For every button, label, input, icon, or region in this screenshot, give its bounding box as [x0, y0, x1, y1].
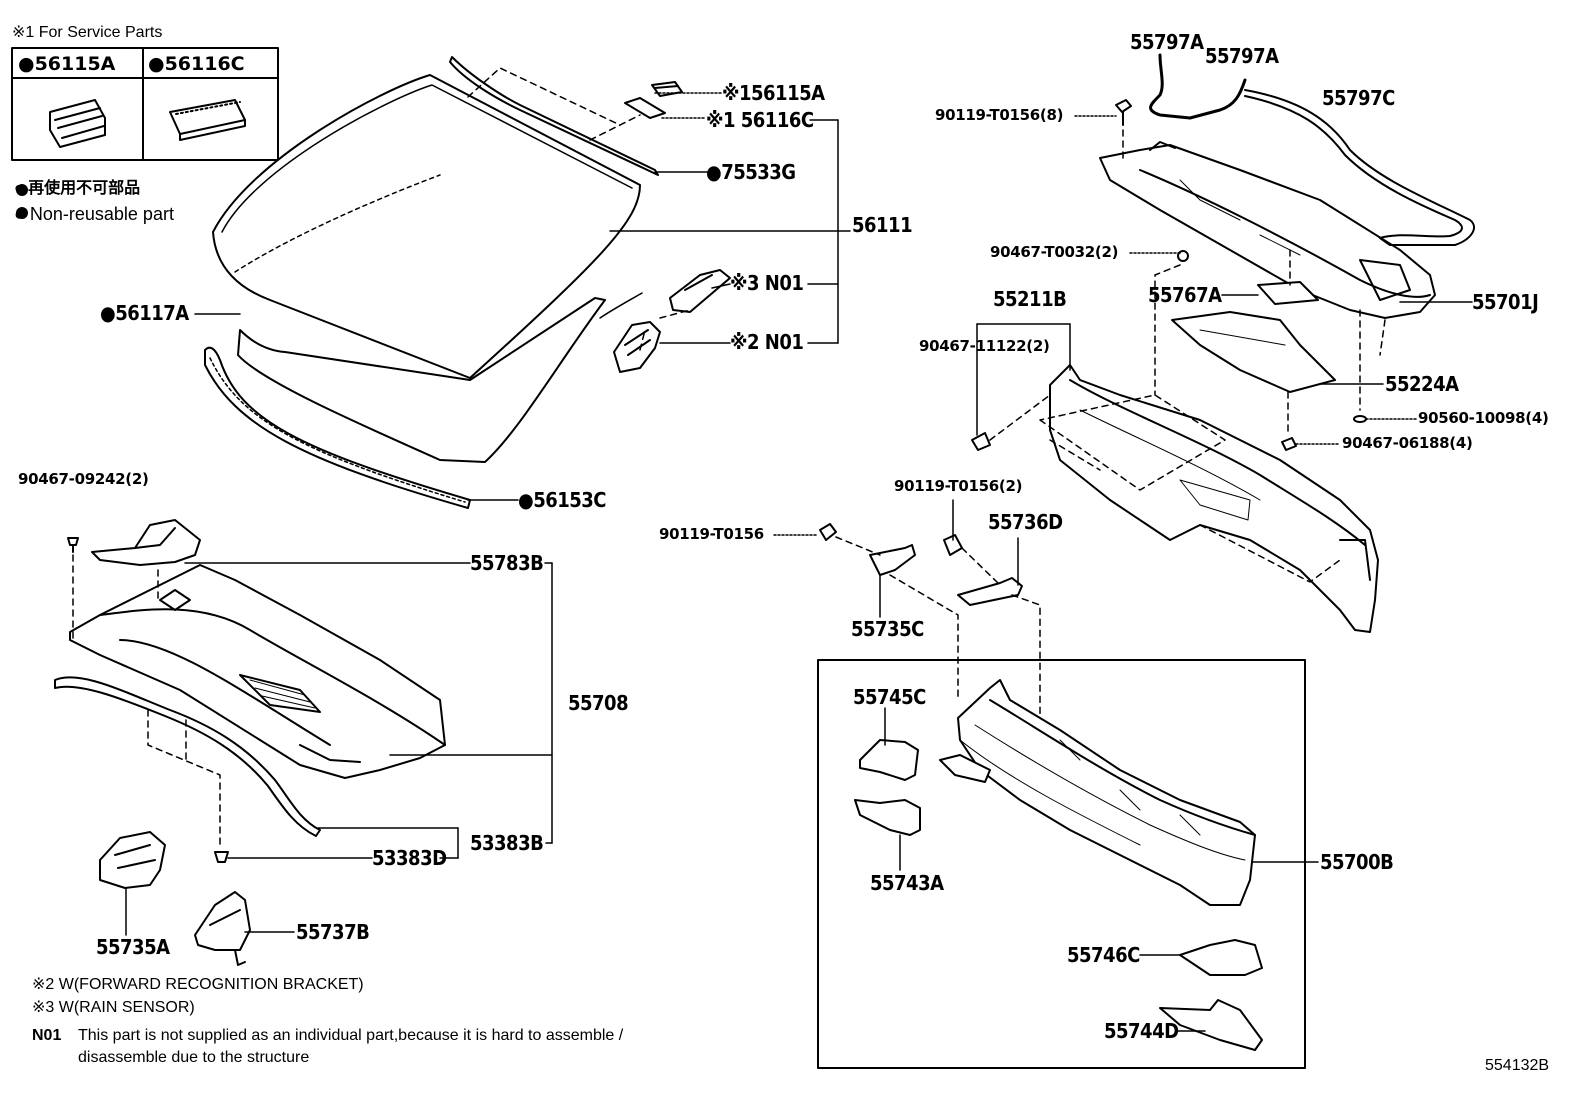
label-90119-t0156: 90119-T0156 — [659, 525, 764, 543]
bracket-55744d — [1159, 999, 1263, 1051]
cowl-extension-55783b — [91, 519, 201, 566]
note-rain-sensor: ※3 W(RAIN SENSOR) — [32, 999, 195, 1016]
label-n01-bracket: ※2 N01 — [730, 330, 804, 354]
cowl-assembly-55700b — [939, 679, 1256, 906]
label-n01-rain-sensor: ※3 N01 — [730, 271, 804, 295]
label-90119-t0156-2: 90119-T0156(2) — [894, 477, 1023, 495]
weatherstrip-56153c — [204, 346, 471, 509]
panel-55224a — [1171, 311, 1336, 393]
label-90467-09242: 90467-09242(2) — [18, 470, 149, 488]
service-part-56116c — [624, 97, 666, 119]
assembly-box-55700b — [817, 659, 1306, 1069]
label-56116c: ※1 56116C — [706, 108, 814, 132]
cowl-panel-55701j — [1099, 141, 1436, 319]
label-75533g: ●75533G — [706, 160, 796, 184]
rain-sensor — [669, 269, 731, 313]
dashed-leaders-cowl — [72, 554, 221, 849]
label-55783b: 55783B — [470, 551, 544, 575]
leader-lines-glass — [194, 92, 851, 501]
label-55735c: 55735C — [851, 617, 924, 641]
label-90467-11122: 90467-11122(2) — [919, 337, 1050, 355]
windshield-outline — [237, 297, 606, 463]
label-90119-t0156-8: 90119-T0156(8) — [935, 106, 1064, 124]
legend-bullet-jp — [16, 184, 28, 196]
washer-90560 — [1353, 415, 1367, 423]
label-55700b: 55700B — [1320, 850, 1394, 874]
bracket-55745c — [859, 739, 919, 781]
label-55211b: 55211B — [993, 287, 1067, 311]
label-55736d: 55736D — [988, 510, 1063, 534]
dashed-leaders-right — [989, 129, 1386, 583]
legend-en: ● Non-reusable part — [14, 204, 174, 224]
label-90467-t0032: 90467-T0032(2) — [990, 243, 1119, 261]
hose-55797c — [1244, 89, 1475, 246]
clip-90467-11122 — [971, 432, 991, 451]
bolt-90119-t0156-top — [1115, 99, 1132, 126]
label-55744d: 55744D — [1104, 1019, 1179, 1043]
bracket-55735c — [869, 544, 916, 576]
label-55745c: 55745C — [853, 685, 926, 709]
bracket-55743a — [854, 799, 921, 836]
bracket-55735a — [99, 831, 166, 889]
label-55746c: 55746C — [1067, 943, 1140, 967]
note-n01-code: N01 — [32, 1027, 62, 1044]
note-n01-line1: This part is not supplied as an individu… — [78, 1027, 624, 1044]
molding-75533g — [449, 56, 659, 176]
weatherstrip-53383b — [54, 676, 321, 837]
seal-55767a — [1257, 281, 1319, 305]
label-56153c: ●56153C — [518, 488, 607, 512]
label-53383d: 53383D — [372, 846, 447, 870]
wire-strip — [599, 292, 643, 319]
label-55735a: 55735A — [96, 935, 170, 959]
label-56115a: ※156115A — [722, 81, 825, 105]
bolt-90119-t0156-left — [819, 523, 837, 541]
label-55737b: 55737B — [296, 920, 370, 944]
legend-jp: ● 再使用不可部品 — [14, 180, 141, 197]
label-55797a-2: 55797A — [1205, 44, 1279, 68]
service-parts-col1: ●56115A — [18, 53, 116, 75]
service-parts-title: ※1 For Service Parts — [12, 24, 163, 41]
bracket-55737b — [194, 891, 251, 966]
dashed-leaders-glass — [467, 67, 691, 351]
label-55708: 55708 — [568, 691, 629, 715]
label-55797a-1: 55797A — [1130, 30, 1204, 54]
bracket-55746c — [1179, 939, 1263, 976]
cowl-frame-55211b — [1049, 364, 1379, 633]
label-53383b: 53383B — [470, 831, 544, 855]
note-n01-line2: disassemble due to the structure — [78, 1049, 310, 1066]
clip-90467-06188 — [1281, 437, 1297, 451]
dashed-leaders-mid — [835, 536, 1041, 771]
forward-recognition-bracket — [613, 321, 661, 373]
legend-bullet-en — [16, 207, 28, 219]
leader-lines-mid — [773, 499, 1019, 618]
diagram-id: 554132B — [1485, 1057, 1550, 1074]
label-90560-10098: 90560-10098(4) — [1418, 409, 1549, 427]
service-parts-col2: ●56116C — [148, 53, 245, 75]
label-90467-06188: 90467-06188(4) — [1342, 434, 1473, 452]
windshield-glass — [212, 74, 641, 379]
note-forward-recognition: ※2 W(FORWARD RECOGNITION BRACKET) — [32, 976, 364, 993]
label-55767a: 55767A — [1148, 283, 1222, 307]
hose-55797a — [1149, 53, 1247, 120]
label-55797c: 55797C — [1322, 86, 1395, 110]
label-56111: 56111 — [852, 213, 913, 237]
bracket-55736d — [957, 577, 1023, 606]
cowl-top-55708 — [69, 564, 446, 779]
service-parts-table — [11, 47, 279, 161]
label-55224a: 55224A — [1385, 372, 1459, 396]
clip-53383d — [214, 851, 229, 863]
clip-90467-09242 — [67, 537, 79, 553]
leader-lines-cowl — [125, 562, 553, 936]
label-56117a: ●56117A — [100, 301, 189, 325]
label-55701j: 55701J — [1472, 290, 1539, 314]
leader-lines-box — [884, 707, 1319, 1032]
leader-lines-right — [976, 115, 1473, 445]
service-part-56115a — [651, 81, 683, 97]
label-55743a: 55743A — [870, 871, 944, 895]
